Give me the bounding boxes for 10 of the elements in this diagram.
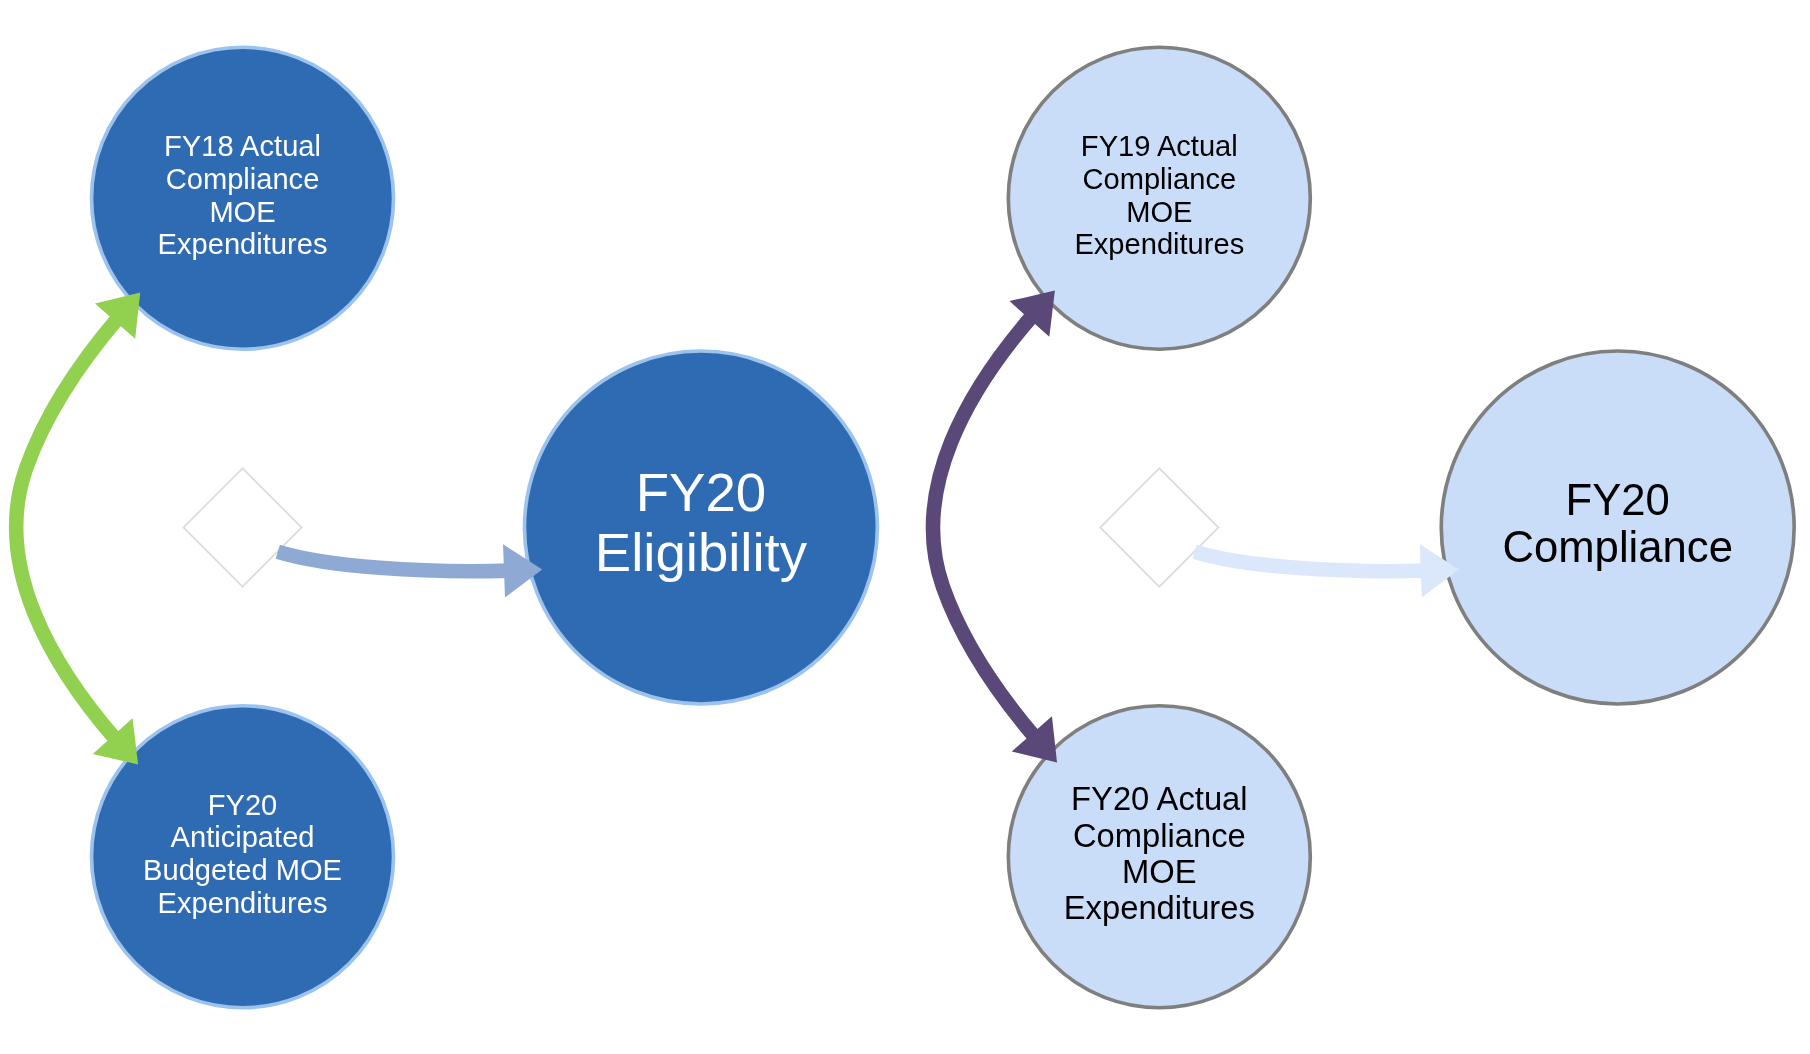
arrow bbox=[9, 292, 141, 764]
arrow bbox=[926, 290, 1057, 762]
node-circle: FY20 Compliance bbox=[1439, 348, 1796, 706]
node-diamond bbox=[1098, 466, 1220, 588]
node-circle: FY18 Actual Compliance MOE Expenditures bbox=[89, 44, 396, 351]
node-circle: FY20 Actual Compliance MOE Expenditures bbox=[1006, 703, 1313, 1010]
node-diamond bbox=[182, 466, 303, 588]
arrow bbox=[1192, 543, 1459, 598]
arrow bbox=[275, 543, 543, 598]
node-circle: FY20 Eligibility bbox=[522, 348, 880, 706]
